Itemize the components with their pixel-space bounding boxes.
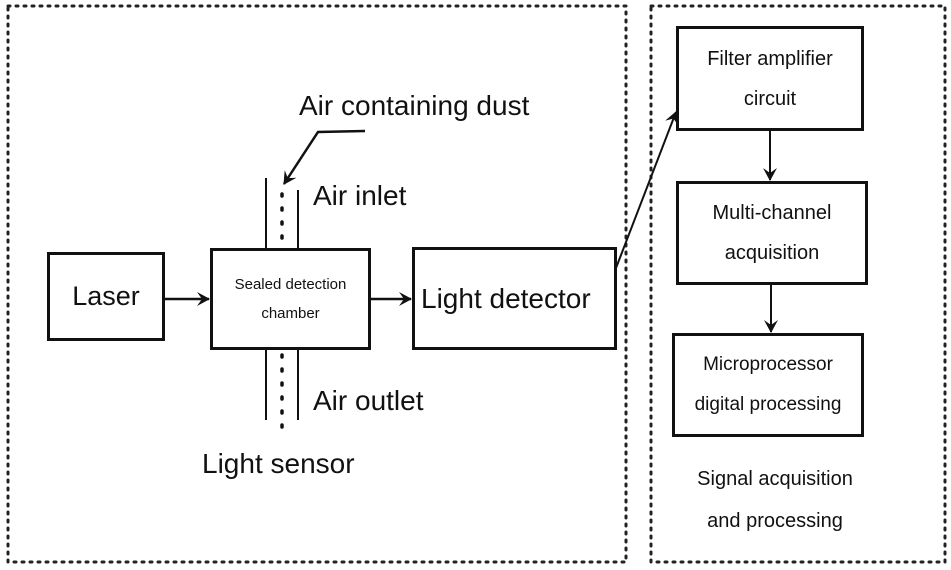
air-outlet-label: Air outlet bbox=[313, 385, 424, 416]
filter-amplifier-line2: circuit bbox=[743, 87, 797, 110]
air-pipe bbox=[265, 178, 299, 430]
laser-node: Laser bbox=[47, 252, 165, 341]
sealed-detection-chamber-node: Sealed detection chamber bbox=[210, 248, 371, 350]
signal-group-frame bbox=[649, 4, 947, 564]
signal-caption-line2: and processing bbox=[707, 510, 843, 532]
multi-channel-line1: Multi-channel bbox=[712, 202, 832, 224]
filter-amplifier-node: Filter amplifier circuit bbox=[676, 26, 864, 131]
laser-label: Laser bbox=[72, 281, 140, 311]
air-inlet-label: Air inlet bbox=[313, 180, 407, 211]
chamber-label-line2: chamber bbox=[261, 305, 320, 322]
microprocessor-node: Microprocessor digital processing bbox=[672, 333, 864, 437]
signal-caption-line1: Signal acquisition bbox=[697, 468, 853, 490]
light-detector-label: Light detector bbox=[421, 282, 591, 314]
edge-detector-to-filter bbox=[615, 111, 679, 269]
dust-pointer-arrow bbox=[282, 129, 366, 185]
light-sensor-label: Light sensor bbox=[202, 448, 355, 479]
signal-group-caption: Signal acquisition and processing bbox=[668, 458, 882, 542]
chamber-label-line1: Sealed detection bbox=[234, 276, 347, 293]
sensor-group-frame bbox=[6, 4, 628, 564]
microprocessor-line1: Microprocessor bbox=[703, 354, 833, 375]
microprocessor-line2: digital processing bbox=[694, 394, 842, 415]
multi-channel-acquisition-node: Multi-channel acquisition bbox=[676, 181, 868, 285]
light-detector-node: Light detector bbox=[412, 247, 617, 350]
filter-amplifier-line1: Filter amplifier bbox=[707, 47, 833, 70]
multi-channel-line2: acquisition bbox=[724, 242, 820, 264]
air-containing-dust-label: Air containing dust bbox=[299, 90, 530, 121]
